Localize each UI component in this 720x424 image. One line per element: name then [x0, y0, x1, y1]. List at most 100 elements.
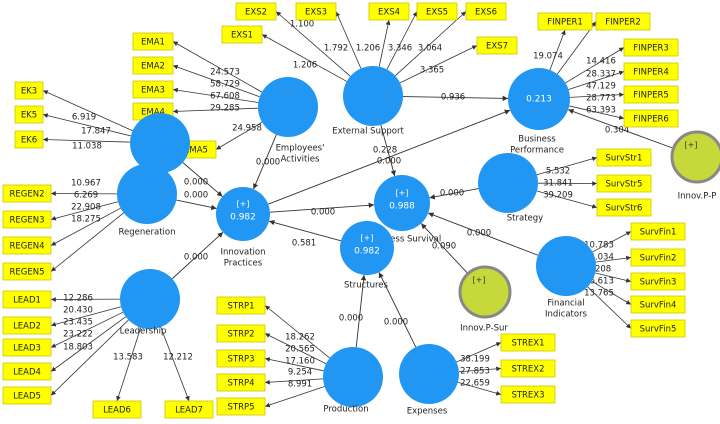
construct-label-innov-pp: Innov.P-P — [678, 192, 717, 202]
loading-value-exs4: 1.206 — [356, 44, 380, 54]
loading-value-ema2: 58.729 — [210, 80, 240, 90]
loading-value-ek6: 11.038 — [72, 142, 102, 152]
loading-value-strp5: 8.991 — [288, 380, 312, 390]
loading-value-ema3: 67.608 — [210, 92, 240, 102]
indicator-label-survstr6: SurvStr6 — [606, 204, 643, 214]
indicator-label-ema3: EMA3 — [141, 86, 165, 96]
indicator-label-finper6: FINPER6 — [633, 115, 669, 125]
construct-leadership[interactable] — [120, 269, 180, 329]
construct-label-innovation-practices: Innovation — [220, 248, 265, 258]
indicator-label-strp4: STRP4 — [227, 379, 254, 389]
indicator-label-strp2: STRP2 — [227, 330, 254, 340]
loading-value-finper3: 28.337 — [586, 70, 616, 80]
indicator-label-strp5: STRP5 — [227, 403, 254, 413]
construct-strategy[interactable] — [478, 153, 538, 213]
loading-arrow-finper1 — [550, 30, 565, 70]
loading-value-lead2: 20.430 — [63, 306, 93, 316]
path-coefficient-lead-ip: 0.000 — [184, 253, 208, 263]
construct-label-business-performance: Business — [518, 135, 556, 145]
path-coefficient-ip-bp: 0.228 — [373, 146, 397, 156]
indicator-label-lead3: LEAD3 — [13, 344, 41, 354]
path-coefficient-es-bs: 0.000 — [377, 157, 401, 167]
indicator-label-finper5: FINPER5 — [633, 91, 669, 101]
indicator-label-regen3: REGEN3 — [9, 216, 44, 226]
indicator-label-strex3: STREX3 — [511, 391, 544, 401]
loading-value-ema1: 24.573 — [210, 68, 240, 78]
path-coefficient-ek-ip: 0.000 — [184, 178, 208, 188]
path-coefficient-regen-ip: 0.000 — [184, 191, 208, 201]
construct-production[interactable] — [323, 347, 383, 407]
loading-arrow-exs3 — [336, 12, 361, 69]
indicator-label-finper4: FINPER4 — [633, 68, 669, 78]
indicator-label-exs6: EXS6 — [475, 8, 497, 18]
loading-arrow-lead6 — [117, 328, 141, 401]
construct-innov-psur[interactable] — [460, 267, 510, 317]
path-coefficient-ea-ip: 0.000 — [256, 158, 280, 168]
loading-value-exs2: 1.100 — [290, 20, 314, 30]
loading-value-finper5: 28.773 — [586, 94, 616, 104]
construct-external-knowledge[interactable] — [130, 113, 190, 173]
loading-value-strex1: 38.199 — [460, 355, 490, 365]
indicator-label-lead5: LEAD5 — [13, 392, 41, 402]
indicator-label-finper3: FINPER3 — [633, 44, 669, 54]
construct-regeneration[interactable] — [117, 164, 177, 224]
construct-label-financial-indicators: Financial — [547, 299, 584, 309]
construct-label-employees-activities: Activities — [281, 155, 320, 165]
construct-r2-innovation-practices: 0.982 — [230, 213, 256, 223]
path-coefficient-ip-bs: 0.000 — [311, 208, 335, 218]
indicator-label-strp3: STRP3 — [227, 355, 254, 365]
loading-arrow-ek3 — [43, 91, 133, 131]
path-coefficient-prod-struct: 0.000 — [339, 314, 363, 324]
indicator-label-lead2: LEAD2 — [13, 322, 41, 332]
construct-employees-activities[interactable] — [258, 77, 318, 137]
loading-value-strp1: 18.262 — [285, 333, 315, 343]
construct-financial-indicators[interactable] — [536, 236, 596, 296]
loading-value-lead6: 13.583 — [113, 353, 143, 363]
indicator-label-ek6: EK6 — [21, 136, 37, 146]
indicator-label-regen4: REGEN4 — [9, 242, 44, 252]
construct-expenses[interactable] — [399, 344, 459, 404]
loading-value-ema4: 29.285 — [210, 104, 240, 114]
loading-value-lead5: 18.803 — [63, 343, 93, 353]
path-coefficient-exp-struct: 0.000 — [384, 318, 408, 328]
indicator-label-lead4: LEAD4 — [13, 368, 41, 378]
construct-external-support[interactable] — [343, 66, 403, 126]
loading-value-strp2: 20.565 — [285, 345, 315, 355]
loading-arrow-strp5 — [265, 387, 325, 407]
construct-label-financial-indicators: Indicators — [545, 310, 588, 320]
indicator-label-exs2: EXS2 — [245, 8, 267, 18]
path-coefficient-strat-bs: 0.000 — [440, 189, 464, 199]
loading-value-ek3: 6.919 — [72, 113, 96, 123]
construct-innov-pp[interactable] — [672, 132, 720, 182]
loading-value-survstr5: 31.841 — [543, 179, 573, 189]
loading-value-regen3: 6.269 — [74, 191, 98, 201]
loading-value-exs5: 3.346 — [388, 44, 412, 54]
loading-arrow-exs1 — [262, 35, 347, 82]
loading-value-finper6: 63.393 — [586, 106, 616, 116]
construct-label-innov-psur: Innov.P-Sur — [460, 324, 508, 334]
construct-label-employees-activities: Employees' — [276, 144, 325, 154]
indicator-label-ema1: EMA1 — [141, 38, 165, 48]
loading-arrow-lead7 — [161, 327, 189, 401]
construct-r2-business-performance: 0.213 — [526, 95, 552, 105]
loading-value-finper2: 14.416 — [586, 57, 616, 67]
loading-value-ema5: 24.958 — [232, 124, 262, 134]
loading-value-exs6: 3.064 — [418, 44, 442, 54]
indicator-label-strex1: STREX1 — [511, 339, 544, 349]
construct-label-business-performance: Performance — [510, 146, 564, 156]
indicator-label-exs1: EXS1 — [231, 31, 253, 41]
path-coefficient-struct-ip: 0.581 — [292, 239, 316, 249]
loading-value-survstr6: 39.209 — [543, 191, 573, 201]
construct-badge-innov-pp: [+] — [685, 141, 698, 150]
loading-value-lead1: 12.286 — [63, 294, 93, 304]
loading-value-exs1: 1.206 — [293, 61, 317, 71]
construct-badge-business-survival: [+] — [396, 189, 409, 198]
indicator-label-ek3: EK3 — [21, 87, 37, 97]
loading-value-lead4: 23.222 — [63, 330, 93, 340]
indicator-label-survfin3: SurvFin3 — [640, 278, 677, 288]
loading-value-exs3: 1.792 — [324, 44, 348, 54]
loading-value-lead3: 23.435 — [63, 318, 93, 328]
indicator-label-exs7: EXS7 — [486, 42, 508, 52]
